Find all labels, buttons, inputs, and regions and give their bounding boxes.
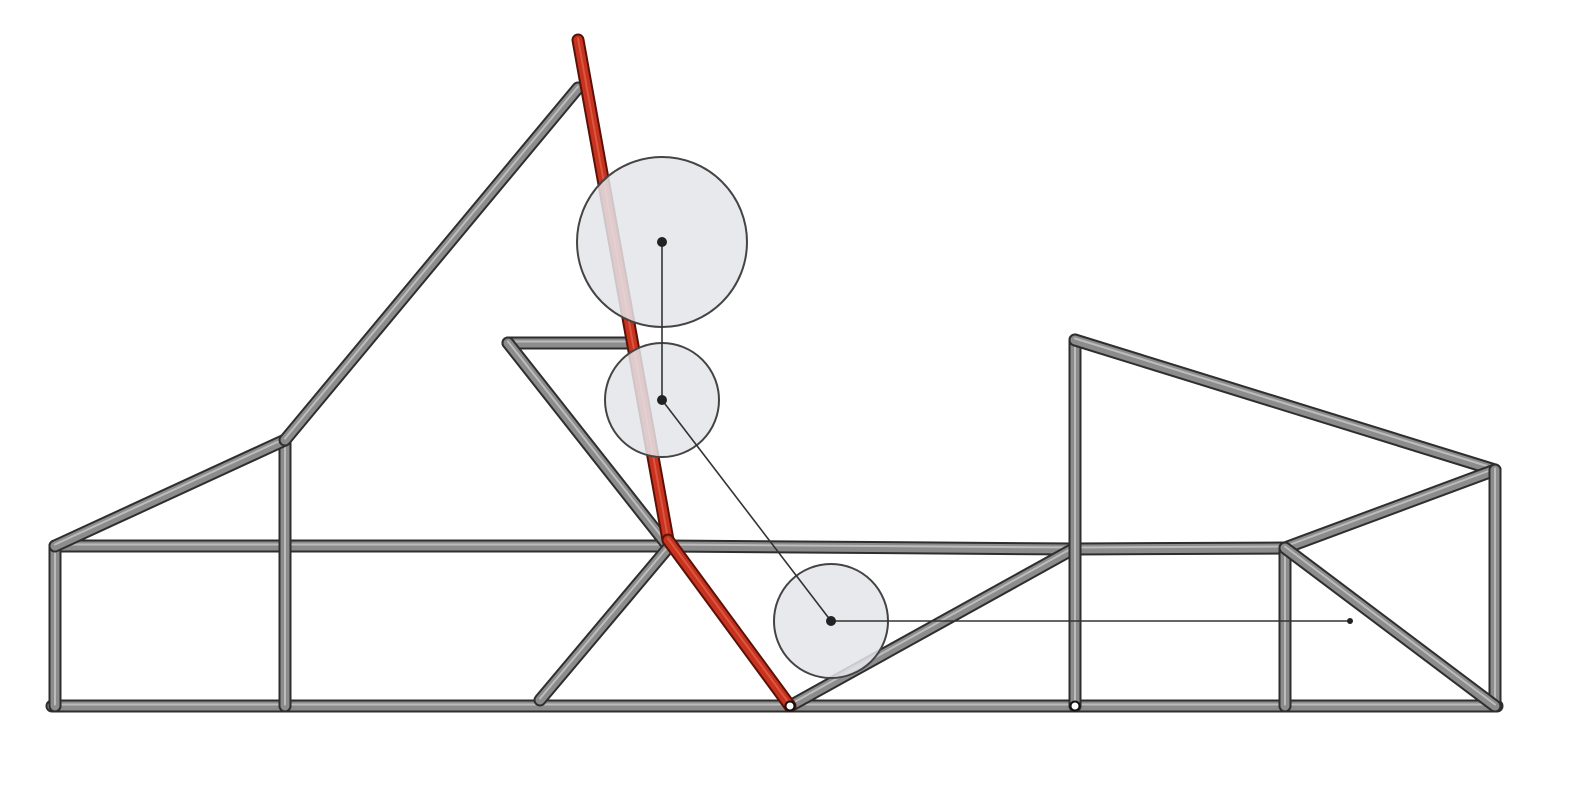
frame-tube — [48, 539, 675, 553]
frame-tube — [45, 699, 1504, 713]
joint-dot — [1347, 618, 1353, 624]
frame-tube — [1068, 541, 1292, 556]
main-hoop-tube — [661, 533, 797, 713]
frame-tube — [1278, 463, 1502, 555]
frame-tube — [1068, 333, 1502, 477]
joint-dot — [657, 395, 667, 405]
frame-tube — [501, 336, 675, 553]
pivot-point — [784, 700, 796, 712]
body-link-line — [661, 399, 832, 622]
joint-dot — [657, 237, 667, 247]
mannequin — [576, 156, 1353, 679]
frame-tube — [48, 433, 292, 553]
frame-tube — [1278, 541, 1502, 713]
frame-tube — [278, 81, 585, 447]
pivot-point — [1069, 700, 1081, 712]
pivot-points — [784, 700, 1081, 712]
frame-tube — [533, 541, 675, 707]
joint-dot — [826, 616, 836, 626]
frame-tube — [501, 336, 637, 350]
frame-tubes — [45, 81, 1504, 713]
frame-tube — [661, 539, 1082, 556]
